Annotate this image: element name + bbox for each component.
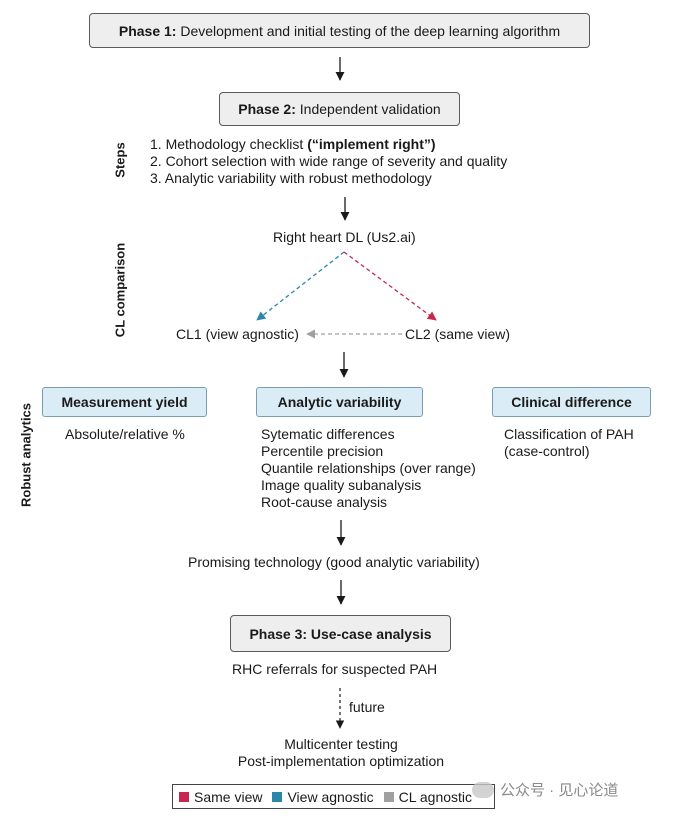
promising-technology-label: Promising technology (good analytic vari… <box>188 554 480 570</box>
arrow-dl-to-cl1-view-agnostic <box>256 251 345 321</box>
analytic-variability-item: Percentile precision <box>261 443 384 459</box>
clinical-difference-item: Classification of PAH <box>504 426 634 442</box>
phase3-box: Phase 3: Use-case analysis <box>230 615 451 652</box>
final-step-item: Multicenter testing <box>284 736 398 752</box>
phase2-box: Phase 2: Independent validation <box>219 92 460 126</box>
clinical-difference-title: Clinical difference <box>511 394 632 410</box>
legend-swatch-gray <box>383 791 394 802</box>
legend-item-cl-agnostic: CL agnostic <box>383 789 472 805</box>
measurement-yield-title: Measurement yield <box>61 394 188 410</box>
steps-item: 2. Cohort selection with wide range of s… <box>150 153 508 169</box>
steps-side-label: Steps <box>112 142 128 178</box>
wechat-icon <box>472 781 494 798</box>
legend-item-same-view: Same view <box>179 789 262 805</box>
analytic-variability-title: Analytic variability <box>277 394 402 410</box>
final-step-item: Post-implementation optimization <box>237 753 445 769</box>
phase2-label: Phase 2: <box>238 101 296 117</box>
legend: Same view View agnostic CL agnostic <box>172 784 495 809</box>
right-heart-dl-label: Right heart DL (Us2.ai) <box>273 229 416 245</box>
legend-swatch-red <box>179 791 189 802</box>
analytic-variability-item: Root-cause analysis <box>261 494 388 510</box>
phase2-text: Independent validation <box>295 101 441 117</box>
phase3-label: Phase 3: Use-case analysis <box>249 625 432 642</box>
clinical-difference-box: Clinical difference <box>492 387 651 417</box>
phase1-box: Phase 1: Development and initial testing… <box>89 13 590 48</box>
watermark-text: 公众号 · 见心论道 <box>500 782 619 799</box>
cl1-label: CL1 (view agnostic) <box>176 326 299 342</box>
clinical-difference-item: (case-control) <box>504 443 590 459</box>
steps-item: 3. Analytic variability with robust meth… <box>150 170 432 186</box>
clinical-difference-list: Classification of PAH (case-control) <box>504 426 634 460</box>
phase1-label: Phase 1: <box>118 22 177 39</box>
arrow-dl-to-cl2-same-view <box>343 251 437 321</box>
analytic-variability-item: Quantile relationships (over range) <box>261 460 476 476</box>
measurement-yield-box: Measurement yield <box>42 387 207 417</box>
watermark: 公众号 · 见心论道 <box>472 779 618 800</box>
analytic-variability-box: Analytic variability <box>256 387 423 417</box>
cl2-label: CL2 (same view) <box>405 326 511 342</box>
steps-item: 1. Methodology checklist (“implement rig… <box>150 136 436 152</box>
legend-item-view-agnostic: View agnostic <box>272 789 374 805</box>
robust-analytics-side-label: Robust analytics <box>18 402 34 508</box>
cl-comparison-side-label: CL comparison <box>112 242 128 338</box>
measurement-yield-item: Absolute/relative % <box>65 426 185 442</box>
phase1-text: Development and initial testing of the d… <box>176 22 561 39</box>
future-label: future <box>349 699 385 715</box>
analytic-variability-list: Sytematic differences Percentile precisi… <box>261 426 476 511</box>
rhc-referrals-label: RHC referrals for suspected PAH <box>232 661 438 677</box>
final-steps: Multicenter testing Post-implementation … <box>222 736 460 770</box>
steps-list: 1. Methodology checklist (“implement rig… <box>150 136 507 187</box>
analytic-variability-item: Sytematic differences <box>261 426 395 442</box>
analytic-variability-item: Image quality subanalysis <box>261 477 422 493</box>
legend-swatch-blue <box>272 791 283 802</box>
